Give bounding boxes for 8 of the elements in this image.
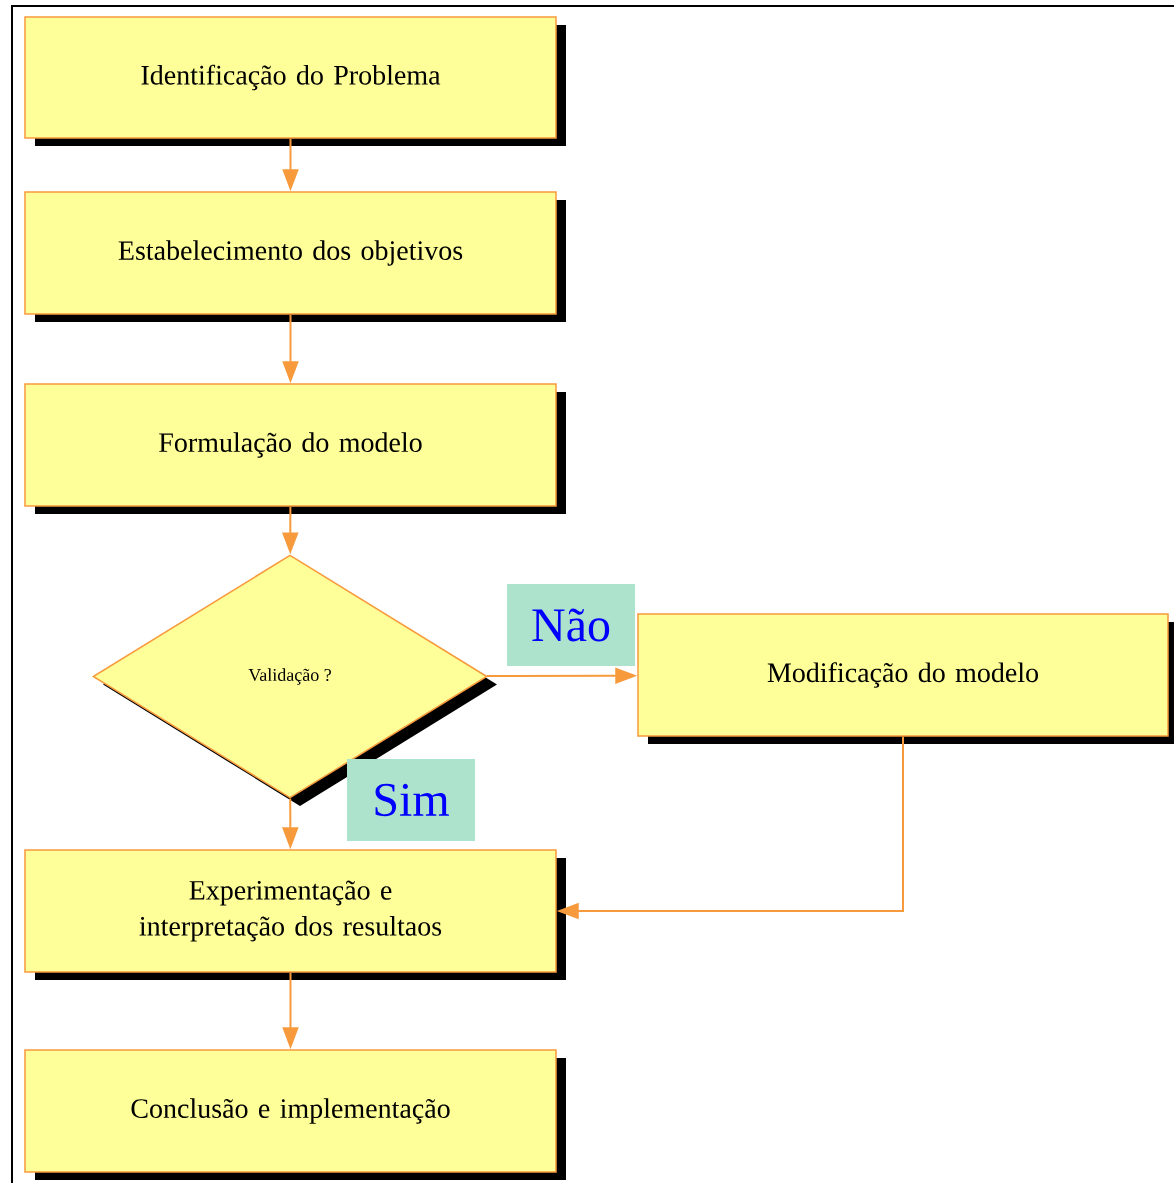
process-box: Experimentação e interpretação dos resultaos [24, 849, 566, 980]
edge-label: Sim [347, 759, 475, 841]
edge-label: Não [507, 584, 635, 666]
process-box: Estabelecimento dos objetivos [24, 191, 566, 322]
process-box: Formulação do modelo [24, 383, 566, 514]
process-box: Conclusão e implementação [24, 1049, 566, 1180]
process-box: Identificação do Problema [24, 16, 566, 146]
process-box: Modificação do modelo [637, 613, 1174, 744]
